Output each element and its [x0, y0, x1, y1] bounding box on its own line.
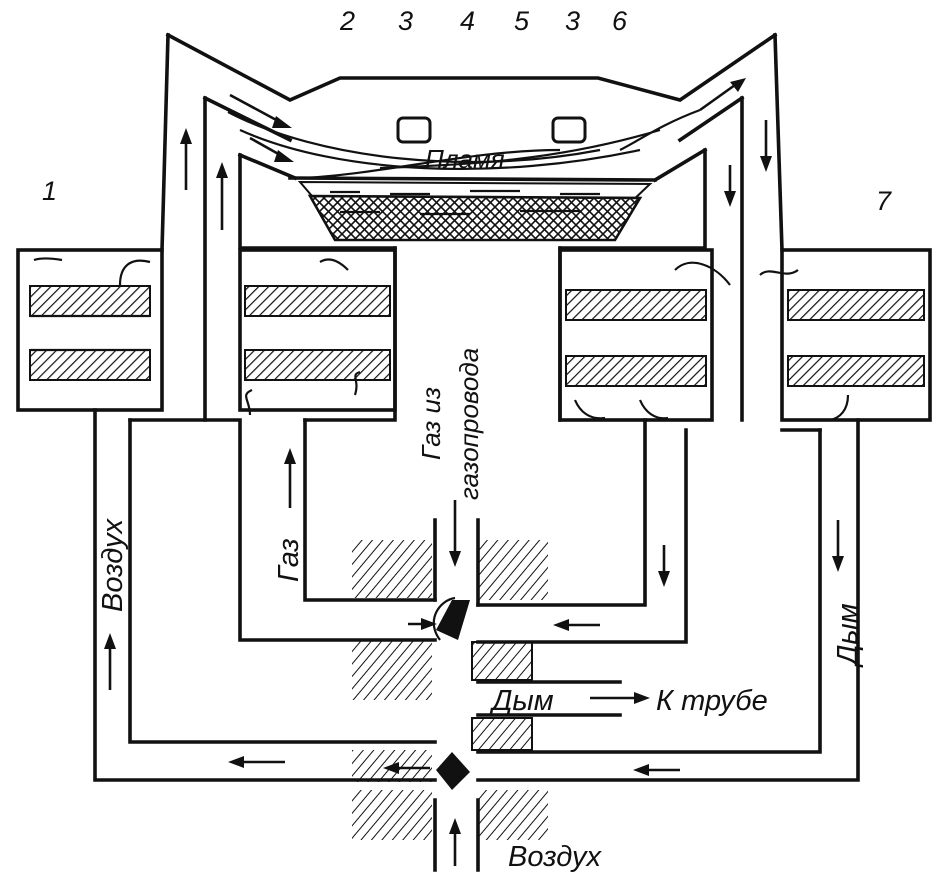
furnace-roof: [165, 32, 778, 102]
label-to-chimney: К трубе: [656, 685, 768, 717]
label-3-right: 3: [565, 6, 580, 36]
label-gas-pipeline-1: Газ из: [416, 387, 446, 460]
label-smoke-right: Дым: [832, 603, 864, 668]
label-3-left: 3: [398, 6, 413, 36]
label-gas: Газ: [273, 538, 305, 582]
furnace-shell: [160, 32, 784, 422]
label-6: 6: [612, 6, 628, 36]
label-air-left: Воздух: [97, 517, 129, 612]
regenerator-right-air: [780, 248, 932, 422]
label-smoke-mid: Дым: [489, 685, 554, 717]
regenerator-left-air: [16, 248, 164, 412]
labels: 1 2 3 4 5 3 6 7 Пламя Газ из газопровода…: [42, 6, 892, 873]
label-2: 2: [339, 6, 355, 36]
flame-streams: [227, 108, 701, 180]
reversing-valve-air: [436, 752, 470, 790]
label-5: 5: [514, 6, 530, 36]
valve-masonry: [352, 518, 548, 872]
label-gas-pipeline-2: газопровода: [454, 348, 484, 500]
charging-door-right: [551, 116, 587, 144]
label-4: 4: [460, 6, 475, 36]
label-air-bottom: Воздух: [508, 841, 603, 873]
label-1: 1: [42, 176, 57, 206]
charging-door-left: [396, 116, 432, 144]
flow-arrows: [33, 78, 850, 866]
regenerator-left-gas: [238, 248, 397, 412]
flue-ducts: [93, 246, 860, 782]
hearth-lining: [307, 194, 643, 242]
regenerator-right-gas: [558, 248, 714, 422]
label-7: 7: [876, 186, 892, 216]
hearth-bath: [288, 176, 657, 182]
reversing-valve-gas: [432, 596, 470, 641]
label-flame: Пламя: [425, 144, 505, 174]
